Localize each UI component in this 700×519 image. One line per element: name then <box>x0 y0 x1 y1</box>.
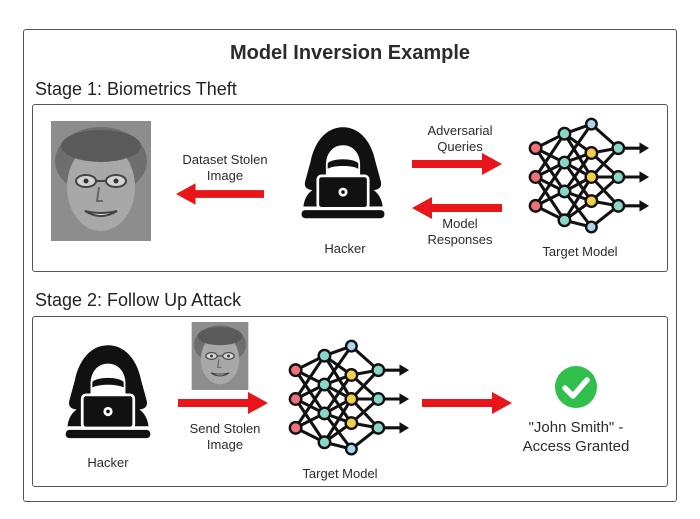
hacker-icon <box>62 340 154 448</box>
adversarial-queries-line2: Queries <box>437 139 483 154</box>
neural-network-icon <box>526 117 651 237</box>
stolen-face-image-small <box>191 322 249 390</box>
stage1-panel <box>32 104 668 272</box>
target-model-label-stage1: Target Model <box>542 244 618 259</box>
stage1-label: Stage 1: Biometrics Theft <box>35 79 237 99</box>
target-model-label-stage2: Target Model <box>302 466 378 481</box>
stage2-label: Stage 2: Follow Up Attack <box>35 290 242 310</box>
hacker-label-stage2: Hacker <box>87 455 129 470</box>
hacker-label-stage1: Hacker <box>324 241 366 256</box>
stage2-panel <box>32 316 668 487</box>
stolen-face-image <box>51 121 151 241</box>
dataset-stolen-label-line1: Dataset Stolen <box>182 152 268 167</box>
send-stolen-label-line2: Image <box>206 437 244 452</box>
send-stolen-label-line1: Send Stolen <box>189 421 261 436</box>
send-stolen-image-arrow <box>178 391 268 415</box>
diagram-frame <box>23 29 677 502</box>
result-line1: "John Smith" - <box>528 419 624 436</box>
neural-network-icon <box>286 339 411 459</box>
diagram-title: Model Inversion Example <box>229 42 471 64</box>
dataset-stolen-arrow <box>176 182 264 206</box>
check-circle-icon <box>555 366 597 408</box>
dataset-stolen-label-line2: Image <box>206 168 244 183</box>
adversarial-queries-line1: Adversarial <box>427 123 493 138</box>
access-arrow <box>422 391 512 415</box>
adversarial-queries-arrow <box>412 152 502 176</box>
model-responses-line1: Model <box>442 216 478 231</box>
result-line2: Access Granted <box>522 438 630 455</box>
model-responses-line2: Responses <box>427 232 493 247</box>
hacker-icon <box>298 122 388 228</box>
